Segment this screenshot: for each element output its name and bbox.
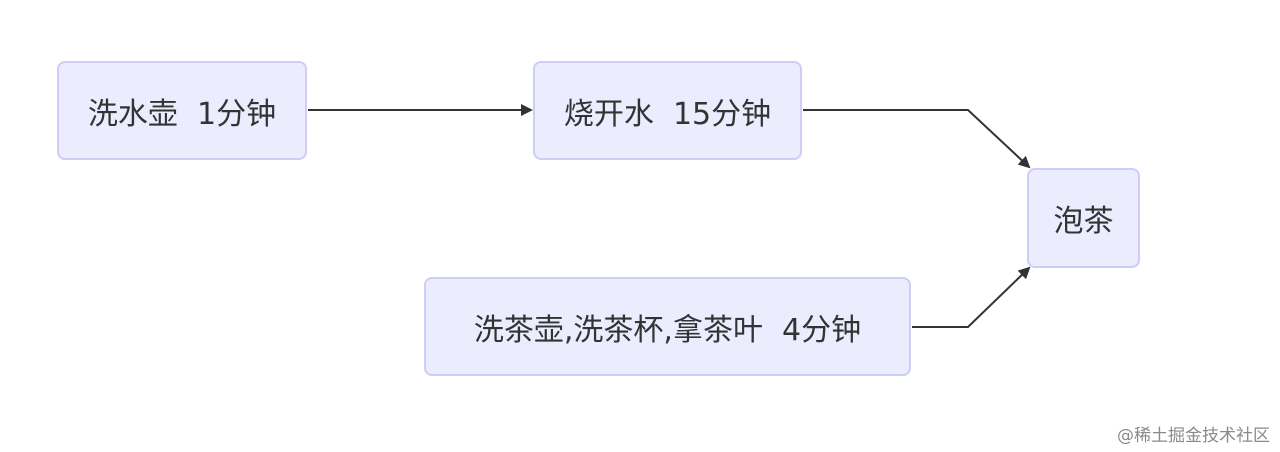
node-wash-kettle: 洗水壶 1分钟 (57, 61, 307, 160)
node-make-tea: 泡茶 (1027, 168, 1140, 268)
node-boil-water: 烧开水 15分钟 (533, 61, 802, 160)
site-watermark: @稀土掘金技术社区 (1117, 426, 1270, 446)
edge-wash-set-to-make-tea (912, 266, 1031, 328)
node-wash-set: 洗茶壶,洗茶杯,拿茶叶 4分钟 (424, 277, 911, 376)
edge-boil-water-to-make-tea (803, 109, 1031, 169)
